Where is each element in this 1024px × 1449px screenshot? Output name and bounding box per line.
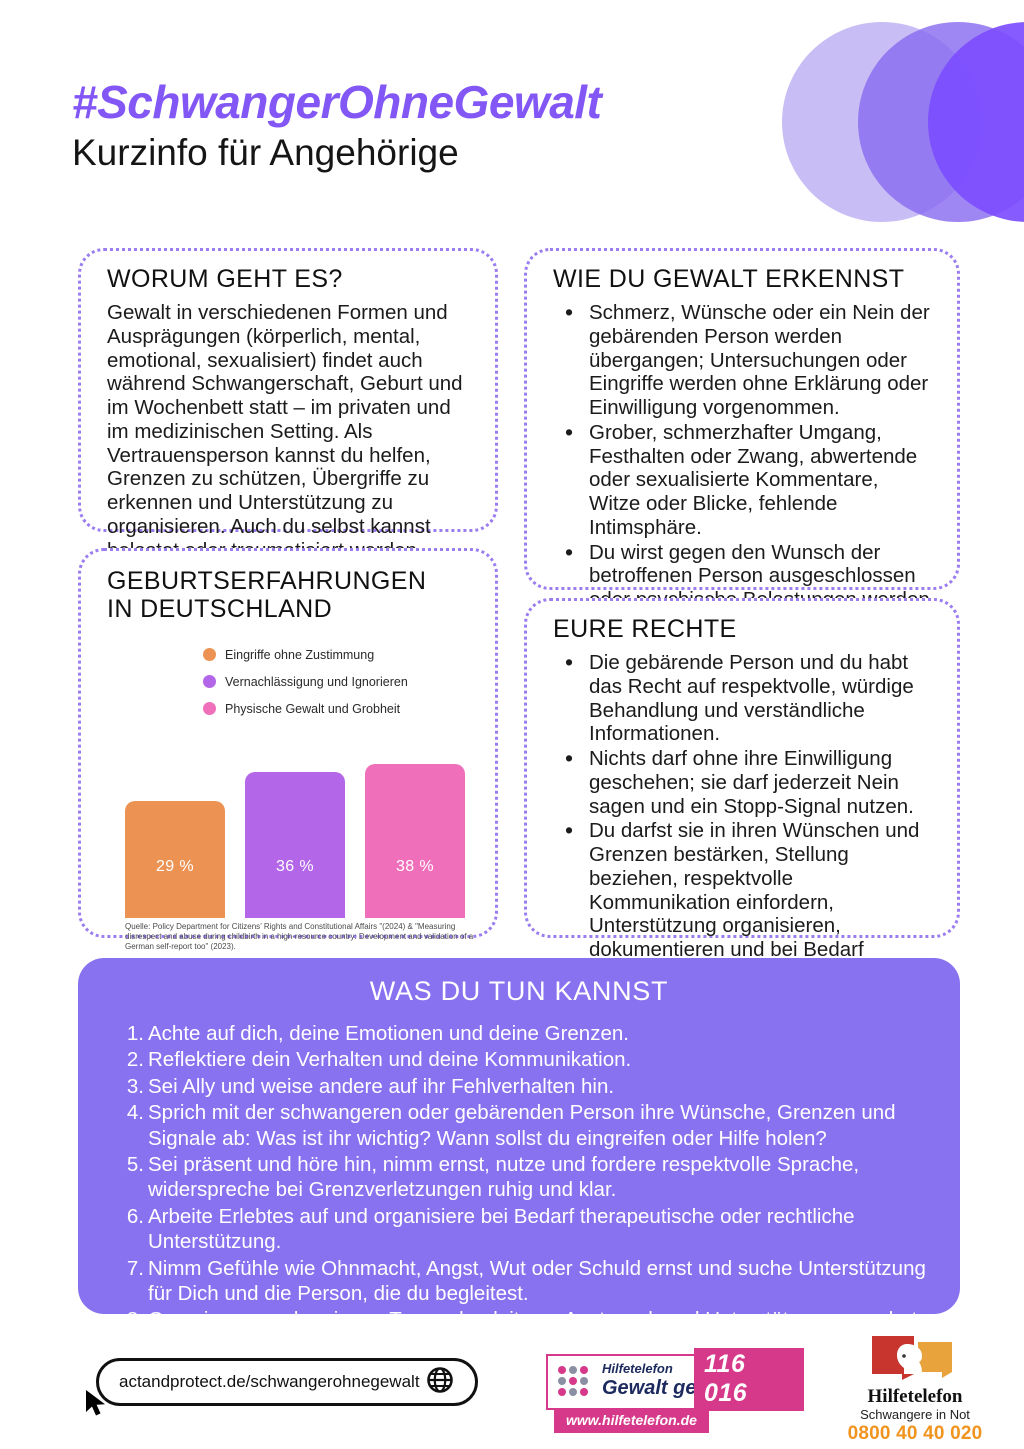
legend-label: Physische Gewalt und Grobheit xyxy=(225,701,401,716)
card-worum-geht-es: WORUM GEHT ES? Gewalt in verschiedenen F… xyxy=(78,248,498,562)
erkennst-bullet-list: Schmerz, Wünsche oder ein Nein der gebär… xyxy=(553,299,935,636)
logo-phone-number: 116 016 xyxy=(704,1350,748,1407)
cursor-pointer-icon xyxy=(84,1388,110,1425)
card-worum-title: WORUM GEHT ES? xyxy=(107,265,343,293)
circle-mid-icon xyxy=(858,22,1024,222)
legend-color-dot-icon xyxy=(203,648,216,661)
card-eure-rechte: EURE RECHTE Die gebärende Person und du … xyxy=(524,598,960,985)
logo-line-2: Schwangere in Not xyxy=(860,1406,970,1422)
panel-step-list: Achte auf dich, deine Emotionen und dein… xyxy=(108,1021,930,1358)
website-url-label: actandprotect.de/schwangerohnegewalt xyxy=(119,1372,420,1391)
list-item: Achte auf dich, deine Emotionen und dein… xyxy=(114,1021,629,1047)
card-worum-body: Gewalt in verschiedenen Formen und Auspr… xyxy=(107,301,463,562)
legend-item: Vernachlässigung und Ignorieren xyxy=(203,668,475,695)
circle-light-icon xyxy=(782,22,982,222)
chart-source-note: Quelle: Policy Department for Citizens’ … xyxy=(125,922,474,952)
logo-line-1: Hilfetelefon xyxy=(867,1386,963,1407)
list-item: Die gebärende Person und du habt das Rec… xyxy=(553,649,935,746)
card-geburtserfahrungen-chart: GEBURTSERFAHRUNGEN IN DEUTSCHLAND Eingri… xyxy=(78,548,498,951)
list-item: Arbeite Erlebtes auf und organisiere bei… xyxy=(114,1204,855,1254)
logo-website: www.hilfetelefon.de xyxy=(566,1412,697,1428)
bar-value-label: 29 % xyxy=(155,858,195,875)
legend-label: Vernachlässigung und Ignorieren xyxy=(225,674,408,689)
bar: 36 % xyxy=(245,772,345,918)
globe-icon xyxy=(426,1366,454,1399)
list-item: Schmerz, Wünsche oder ein Nein der gebär… xyxy=(553,299,935,420)
page-subtitle: Kurzinfo für Angehörige xyxy=(72,132,459,174)
decorative-circles xyxy=(760,0,1024,230)
legend-label: Eingriffe ohne Zustimmung xyxy=(225,647,375,662)
panel-title: WAS DU TUN KANNST xyxy=(369,976,669,1006)
card-rechte-title: EURE RECHTE xyxy=(553,615,737,643)
bar: 29 % xyxy=(125,800,225,918)
logo-hilfetelefon-gewalt-gegen-frauen: Hilfetelefon Gewalt gegen Frauen 116 016… xyxy=(546,1348,804,1440)
logo-hilfetelefon-schwangere-in-not: Hilfetelefon Schwangere in Not 0800 40 4… xyxy=(830,1334,1000,1444)
page-title: #SchwangerOhneGewalt xyxy=(72,76,602,128)
legend-item: Eingriffe ohne Zustimmung xyxy=(203,641,475,668)
circle-dark-icon xyxy=(928,22,1024,222)
bar: 38 % xyxy=(365,764,465,918)
legend-color-dot-icon xyxy=(203,675,216,688)
list-item: Sei präsent und höre hin, nimm ernst, nu… xyxy=(114,1152,860,1202)
logo-phone-number-badge: 116 016 xyxy=(694,1348,804,1411)
chart-legend: Eingriffe ohne Zustimmung Vernachlässigu… xyxy=(203,641,475,722)
list-item: Sprich mit der schwangeren oder gebärend… xyxy=(114,1100,896,1150)
logo-dot-grid-icon xyxy=(558,1366,588,1396)
bar-value-label: 36 % xyxy=(275,858,315,875)
logo-phone-number: 0800 40 40 020 xyxy=(847,1422,983,1444)
legend-color-dot-icon xyxy=(203,702,216,715)
page-header: #SchwangerOhneGewalt Kurzinfo für Angehö… xyxy=(72,76,602,175)
list-item: Nimm Gefühle wie Ohnmacht, Angst, Wut od… xyxy=(114,1256,926,1306)
card-erkennst-title: WIE DU GEWALT ERKENNST xyxy=(553,265,905,293)
list-item: Nichts darf ohne ihre Einwilligung gesch… xyxy=(553,745,935,818)
chart-title-line-1: GEBURTSERFAHRUNGEN xyxy=(107,567,427,595)
chart-title: GEBURTSERFAHRUNGEN IN DEUTSCHLAND xyxy=(107,567,475,623)
list-item: Grober, schmerzhafter Umgang, Festhalten… xyxy=(553,419,935,540)
website-url-button[interactable]: actandprotect.de/schwangerohnegewalt xyxy=(96,1358,478,1406)
bar-value-label: 38 % xyxy=(395,858,435,875)
rechte-bullet-list: Die gebärende Person und du habt das Rec… xyxy=(553,649,935,986)
logo-line-1: Hilfetelefon xyxy=(602,1361,673,1376)
list-item: Sei Ally und weise andere auf ihr Fehlve… xyxy=(114,1074,615,1100)
chart-bars: 29 % 36 % 38 % xyxy=(107,736,475,918)
panel-was-du-tun-kannst: WAS DU TUN KANNST Achte auf dich, deine … xyxy=(78,958,960,1357)
legend-item: Physische Gewalt und Grobheit xyxy=(203,695,475,722)
speech-bubble-faces-icon xyxy=(860,1334,970,1382)
chart-title-line-2: IN DEUTSCHLAND xyxy=(107,595,333,623)
list-item: Reflektiere dein Verhalten und deine Kom… xyxy=(114,1047,632,1073)
list-item: Gemeinsame oder eigene Traumabegleitung;… xyxy=(114,1307,929,1357)
card-gewalt-erkennen: WIE DU GEWALT ERKENNST Schmerz, Wünsche … xyxy=(524,248,960,635)
logo-website-badge: www.hilfetelefon.de xyxy=(554,1410,709,1433)
